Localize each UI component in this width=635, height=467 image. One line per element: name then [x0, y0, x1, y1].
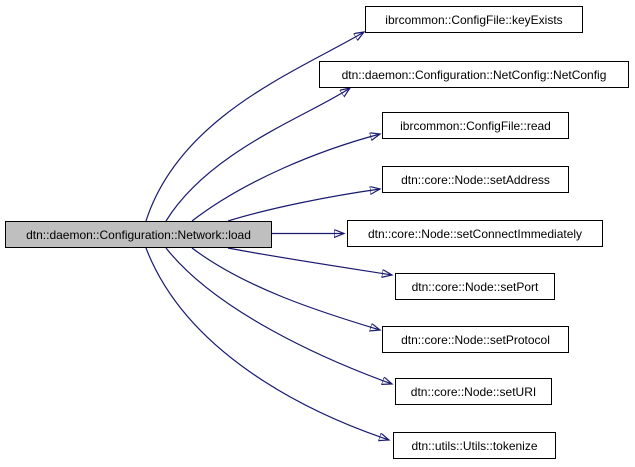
node-setprotocol[interactable]: dtn::core::Node::setProtocol [382, 326, 569, 353]
node-keyexists[interactable]: ibrcommon::ConfigFile::keyExists [365, 6, 583, 33]
node-tokenize[interactable]: dtn::utils::Utils::tokenize [393, 432, 556, 459]
node-setaddress[interactable]: dtn::core::Node::setAddress [382, 166, 569, 193]
node-configfile-read[interactable]: ibrcommon::ConfigFile::read [382, 112, 569, 139]
node-setconnectimmediately[interactable]: dtn::core::Node::setConnectImmediately [347, 220, 603, 247]
node-netconfig-constructor[interactable]: dtn::daemon::Configuration::NetConfig::N… [319, 61, 629, 88]
node-setport[interactable]: dtn::core::Node::setPort [395, 273, 555, 300]
edge-load-to-setprotocol [191, 247, 380, 330]
node-seturi[interactable]: dtn::core::Node::setURI [395, 378, 552, 405]
edge-load-to-seturi [165, 247, 392, 384]
edge-load-to-netconfig [165, 88, 350, 222]
edge-load-to-setaddress [227, 189, 380, 222]
edge-load-to-keyexists [145, 32, 364, 222]
edge-load-to-tokenize [145, 247, 389, 440]
node-caller-network-load[interactable]: dtn::daemon::Configuration::Network::loa… [5, 221, 272, 248]
edge-load-to-setport [227, 247, 392, 275]
edge-load-to-configfile-read [191, 134, 380, 222]
